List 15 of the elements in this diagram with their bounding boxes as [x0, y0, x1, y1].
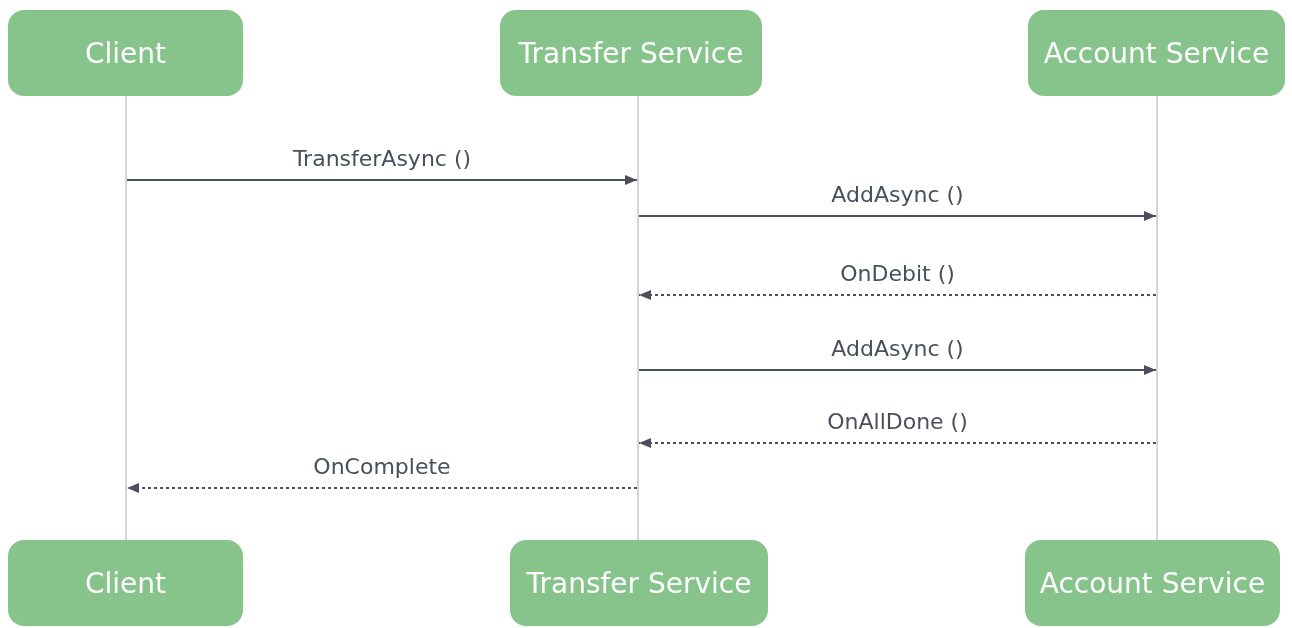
- participant-box: Transfer Service: [500, 10, 762, 96]
- participant-box: Account Service: [1025, 540, 1280, 626]
- message-arrow: [638, 438, 1157, 448]
- message-arrow: [126, 175, 638, 185]
- participant-box: Transfer Service: [510, 540, 768, 626]
- message-arrow: [638, 211, 1157, 221]
- participant-box: Account Service: [1028, 10, 1285, 96]
- lifeline: [637, 96, 639, 540]
- lifeline: [1156, 96, 1158, 540]
- participant-box: Client: [8, 10, 243, 96]
- message-arrow: [638, 290, 1157, 300]
- lifeline: [125, 96, 127, 540]
- message-arrow: [638, 365, 1157, 375]
- message-arrow: [126, 483, 638, 493]
- participant-box: Client: [8, 540, 243, 626]
